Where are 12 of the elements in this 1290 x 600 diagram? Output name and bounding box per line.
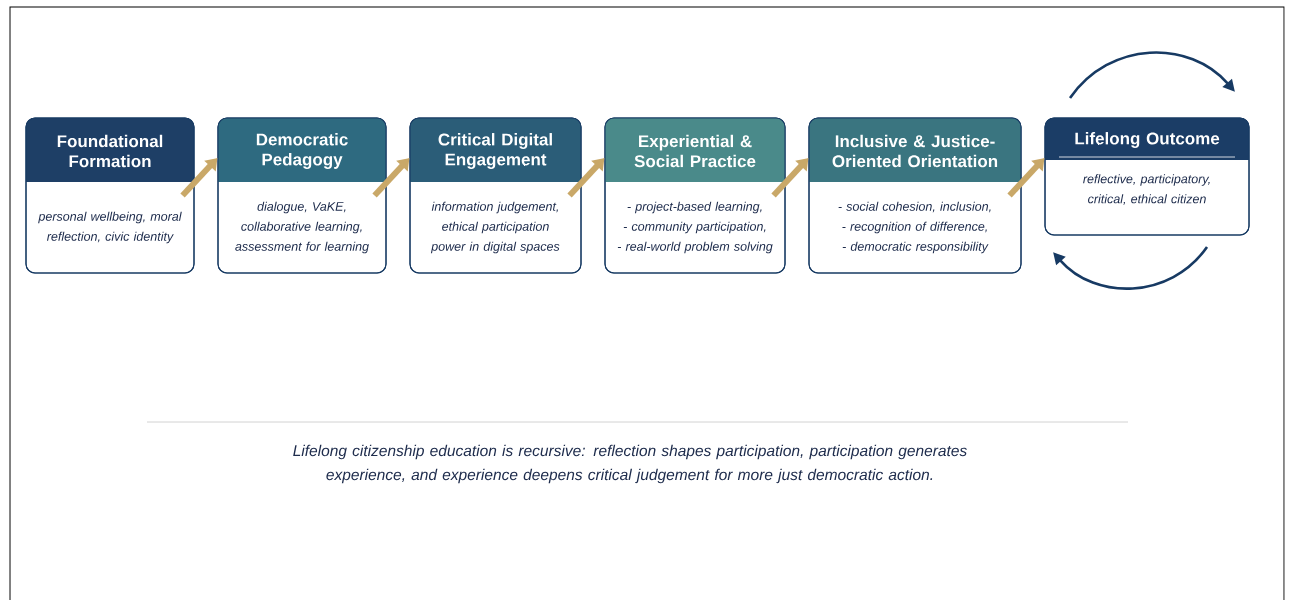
arrow: [1007, 158, 1045, 198]
caption: Lifelong citizenship education is recursive: reflection shapes participation, participation generates experience, and experience deepens critical judgement for more just democratic action.: [293, 444, 967, 484]
arrow: [771, 158, 809, 198]
process-card: Foundational Formation personal wellbeing, moral reflection, civic identity: [25, 117, 195, 274]
process-card: Experiential & Social Practice - project-based learning, - community participation, - real-world problem solving: [604, 117, 786, 274]
process-card: Democratic Pedagogy dialogue, VaKE, collaborative learning, assessment for learning: [217, 117, 387, 274]
arrow: [567, 158, 605, 198]
process-card: Lifelong Outcome reflective, participatory, critical, ethical citizen: [1044, 117, 1250, 236]
process-card: Critical Digital Engagement information judgement, ethical participation power in digital spaces: [409, 117, 582, 274]
arrow: [372, 158, 410, 198]
arrow: [180, 158, 218, 198]
process-card: Inclusive & Justice-Oriented Orientation - social cohesion, inclusion, - recognition of difference, - democratic responsibility: [808, 117, 1022, 274]
